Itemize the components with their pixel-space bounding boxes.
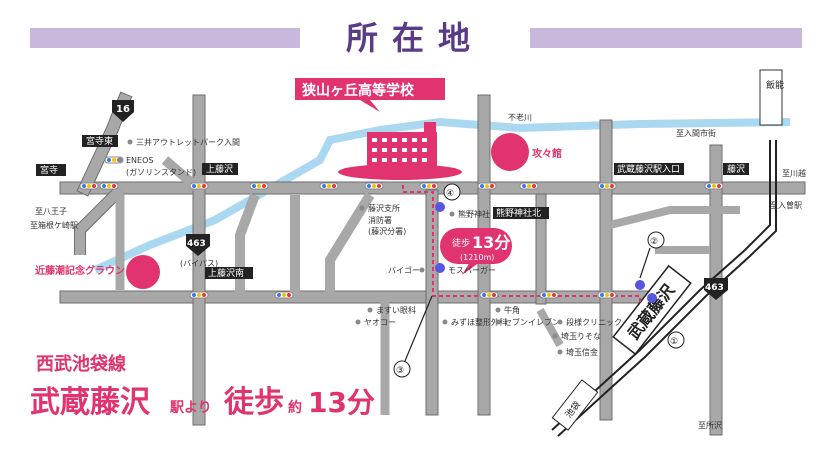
label-yaoko: ヤオコー — [364, 318, 396, 327]
label-ekimae-entrance: 武蔵藤沢駅入口 — [617, 163, 680, 175]
label-kawagoe: 至川越 — [782, 168, 806, 178]
footer-from: 駅より — [170, 400, 212, 416]
label-kamifujisawaminami: 上藤沢南 — [208, 267, 244, 279]
footer-line: 西武池袋線 — [36, 353, 126, 375]
marker-2 — [647, 231, 665, 249]
footer-time: 13分 — [308, 386, 375, 419]
page-title: 所在地 — [300, 14, 530, 62]
school-name: 狭山ヶ丘高等学校 — [301, 82, 415, 99]
label-saitama-resona: 埼玉りそな — [561, 331, 601, 341]
label-fujisawa-branch: 藤沢支所 — [368, 203, 400, 213]
label-fujisawa: 藤沢 — [727, 163, 745, 175]
hanno-label: 飯能 — [766, 79, 784, 91]
label-mitsui: 三井アウトレットパーク入間 — [136, 137, 240, 147]
blue-dot-1 — [435, 202, 445, 212]
road-v2 — [425, 189, 439, 416]
ground-label: 近藤潮記念グラウンド — [35, 264, 135, 277]
marker-1 — [667, 331, 685, 349]
walk-min: 13分 — [472, 233, 510, 252]
label-iruma-city: 至入間市街 — [676, 128, 716, 138]
walk-text: 徒歩 — [452, 237, 470, 249]
label-bypass: (バイパス) — [180, 259, 218, 268]
label-miyadera: 宮寺 — [40, 164, 58, 176]
label-eneos-sub: (ガソリンスタンド) — [126, 167, 196, 177]
label-mos: モスバーガー — [448, 265, 496, 275]
railway-line — [551, 140, 771, 431]
line-label-box: 池袋 — [551, 379, 599, 431]
svg-text:④: ④ — [446, 189, 454, 199]
label-irumagaoka: 至入曽駅 — [770, 200, 802, 210]
label-fire: 消防署 — [368, 215, 392, 225]
footer-station: 武蔵藤沢 — [30, 385, 151, 420]
walk-dist: (1210m) — [460, 253, 494, 262]
label-mizuho: みずほ整形外科 — [451, 317, 507, 327]
label-saitama-bank: 埼玉信金 — [566, 347, 598, 357]
svg-text:463: 463 — [705, 283, 724, 293]
label-tokorozawa: 至所沢 — [698, 420, 722, 430]
kokokan-label: 攻々館 — [532, 147, 562, 160]
svg-text:②: ② — [650, 237, 658, 247]
label-danryou: 段様クリニック — [566, 317, 622, 327]
svg-text:463: 463 — [187, 239, 206, 249]
label-masui: ますい眼科 — [376, 305, 416, 315]
label-bigo: バイゴー — [388, 265, 420, 275]
footer-approx: 約 — [288, 399, 302, 416]
label-kamifujisawa: 上藤沢 — [206, 163, 233, 175]
road-v4 — [599, 119, 613, 421]
map-labels: 三井アウトレットパーク入間 ENEOS (ガソリンスタンド) 至八王子 至箱根ケ… — [30, 128, 806, 430]
river-shape — [93, 117, 791, 274]
label-hachioji: 至八王子 — [35, 207, 67, 216]
blue-dot-3 — [635, 280, 645, 290]
black-label-boxes: 宮寺東 宮寺 上藤沢 上藤沢南 熊野神社北 武蔵藤沢駅入口 藤沢 — [36, 135, 749, 279]
label-kumano: 熊野神社 — [458, 209, 490, 219]
svg-text:③: ③ — [396, 366, 404, 376]
label-eneos: ENEOS — [126, 156, 153, 165]
kokokan-marker — [491, 133, 529, 171]
ground-marker — [126, 255, 160, 289]
label-fire-sub: (藤沢分署) — [368, 226, 406, 236]
route-463-shield-a: 463 — [186, 234, 210, 256]
blue-dot-4 — [647, 293, 657, 303]
marker-3 — [393, 360, 411, 378]
blue-dot-2 — [435, 263, 445, 273]
label-miyaderahigashi: 宮寺東 — [86, 135, 113, 147]
label-kumano-kita: 熊野神社北 — [496, 207, 541, 219]
marker-4 — [443, 183, 461, 201]
route-16-shield: 16 — [112, 100, 134, 122]
walk-bubble: 徒歩 13分 (1210m) — [440, 228, 512, 275]
route-463-shield-b: 463 — [704, 278, 728, 300]
road-bottom — [59, 290, 661, 304]
hanno-box — [759, 69, 783, 126]
svg-text:①: ① — [670, 337, 678, 347]
footer-walk: 徒歩 — [223, 385, 284, 420]
label-gyukaku: 牛角 — [504, 305, 520, 315]
river-label: 不老川 — [508, 112, 532, 122]
traffic-signals — [79, 156, 724, 299]
school-building — [338, 122, 462, 180]
label-seven: セブンイレブン — [504, 317, 560, 327]
road-v1 — [192, 94, 206, 426]
road-v6 — [535, 193, 547, 305]
label-hakoneg: 至箱根ケ崎駅 — [30, 220, 78, 230]
svg-text:16: 16 — [116, 104, 130, 115]
school-label-box — [295, 78, 445, 100]
